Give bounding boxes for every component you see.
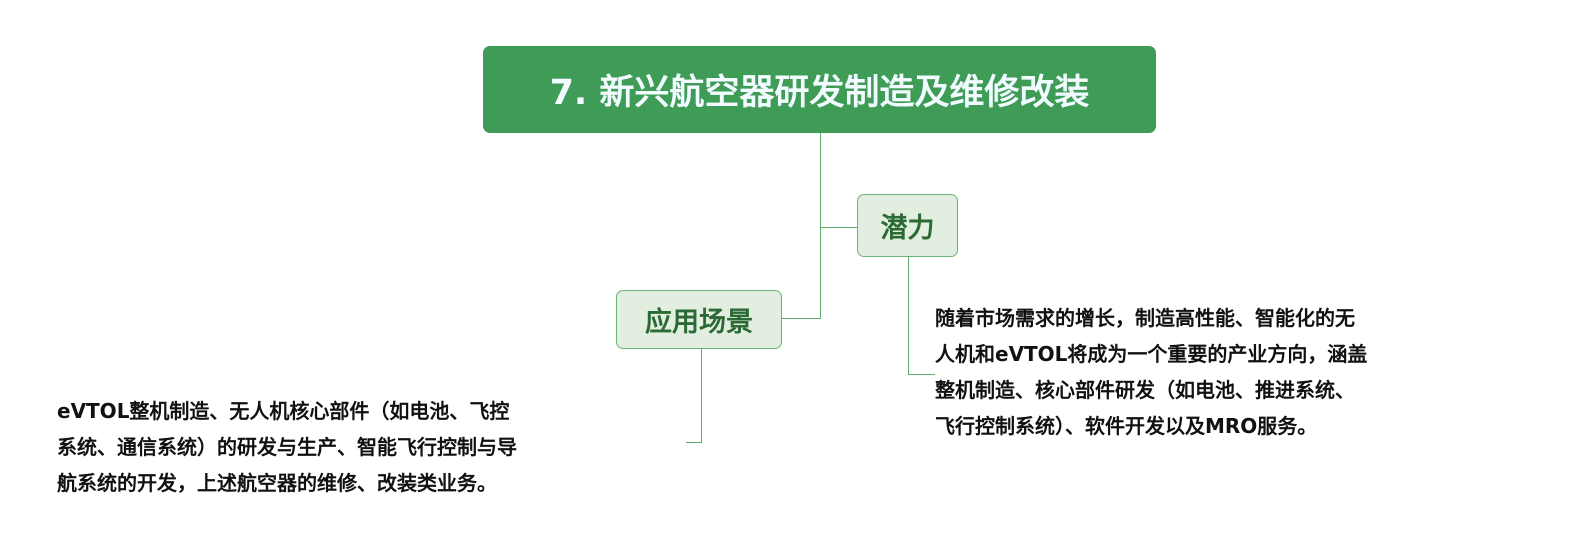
text-line: 随着市场需求的增长，制造高性能、智能化的无 bbox=[935, 306, 1355, 330]
topic-scenarios[interactable]: 应用场景 bbox=[616, 290, 782, 349]
connector-potential-text-h bbox=[908, 374, 935, 375]
connector-scenarios bbox=[782, 318, 821, 319]
topic-scenarios-label: 应用场景 bbox=[645, 307, 753, 338]
text-line: 飞行控制系统）、软件开发以及MRO服务。 bbox=[935, 414, 1318, 438]
root-topic[interactable]: 7. 新兴航空器研发制造及维修改装 bbox=[483, 46, 1156, 133]
connector-scenarios-text-v bbox=[701, 349, 702, 443]
text-line: 整机制造、核心部件研发（如电池、推进系统、 bbox=[935, 378, 1355, 402]
connector-potential-text-v bbox=[908, 257, 909, 375]
connector-root-trunk bbox=[820, 133, 821, 319]
potential-description: 随着市场需求的增长，制造高性能、智能化的无 人机和eVTOL将成为一个重要的产业… bbox=[935, 300, 1367, 444]
connector-scenarios-text-h bbox=[686, 442, 702, 443]
text-line: eVTOL整机制造、无人机核心部件（如电池、飞控 bbox=[57, 399, 510, 423]
text-line: 系统、通信系统）的研发与生产、智能飞行控制与导 bbox=[57, 435, 517, 459]
connector-potential bbox=[820, 227, 857, 228]
scenarios-description: eVTOL整机制造、无人机核心部件（如电池、飞控 系统、通信系统）的研发与生产、… bbox=[57, 393, 517, 501]
topic-potential-label: 潜力 bbox=[880, 213, 935, 244]
text-line: 航系统的开发，上述航空器的维修、改装类业务。 bbox=[57, 471, 497, 495]
topic-potential[interactable]: 潜力 bbox=[857, 194, 958, 257]
text-line: 人机和eVTOL将成为一个重要的产业方向，涵盖 bbox=[935, 342, 1368, 366]
root-title: 7. 新兴航空器研发制造及维修改装 bbox=[549, 73, 1090, 113]
